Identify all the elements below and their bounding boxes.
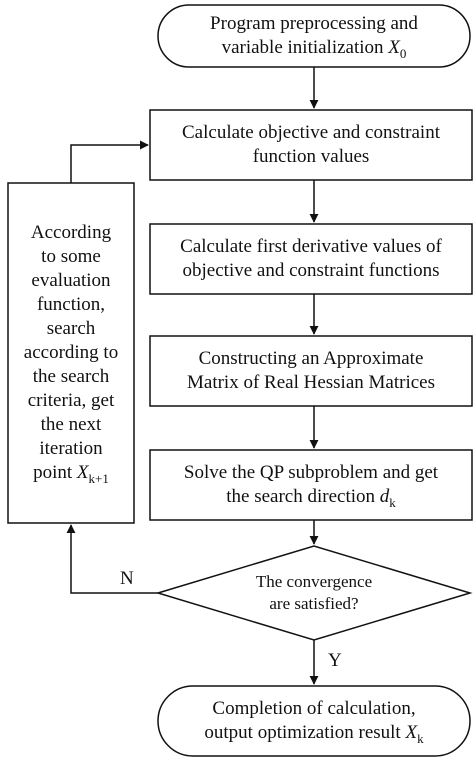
derivatives-box xyxy=(149,223,473,295)
edge-decision-no-to-search xyxy=(66,524,158,594)
edge-label-no: N xyxy=(120,568,134,589)
calc-values-box xyxy=(149,109,473,181)
qp-box xyxy=(149,449,473,521)
edge-search-to-calc xyxy=(70,140,149,183)
edge-label-yes: Y xyxy=(328,650,342,671)
hessian-box xyxy=(149,335,473,407)
search-box xyxy=(7,182,135,524)
start-terminal xyxy=(157,4,471,68)
convergence-decision xyxy=(155,545,473,641)
end-terminal xyxy=(157,685,471,757)
